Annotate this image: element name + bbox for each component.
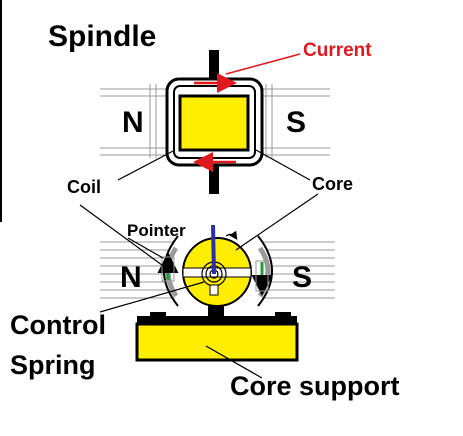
current-leader — [225, 53, 301, 75]
pointer-motion-arrow — [225, 230, 238, 240]
right-pole-arc — [257, 235, 273, 307]
pointer-leader — [127, 237, 164, 259]
spring-leader — [99, 281, 205, 313]
spring-anchor — [209, 284, 219, 296]
control-spring-label-line2: Spring — [10, 350, 96, 380]
coil-leader-top — [117, 149, 176, 181]
core-support-block — [135, 322, 299, 362]
top-field-lines-left — [100, 84, 168, 158]
control-spring-label-line1: Control — [10, 310, 106, 340]
spindle-bottom — [209, 166, 219, 194]
coil-leader-front — [79, 204, 167, 269]
current-label: Current — [303, 40, 372, 61]
support-leader — [205, 345, 263, 379]
coil-label: Coil — [67, 177, 101, 197]
front-view: Pointer N S Control Spring Core support — [10, 193, 400, 401]
top-field-lines-right — [262, 84, 330, 158]
pointer-needle — [211, 224, 216, 275]
support-pad-left — [150, 312, 166, 322]
spindle-top — [209, 50, 219, 80]
south-pole-top-label: S — [286, 106, 306, 139]
conductor-right — [255, 260, 269, 292]
north-pole-top-label: N — [122, 106, 144, 139]
core-label: Core — [312, 174, 353, 194]
pointer-label: Pointer — [127, 221, 186, 240]
top-view: Spindle Current N S Coil Core — [48, 20, 372, 197]
front-field-lines-left — [100, 241, 175, 299]
spindle-label: Spindle — [48, 20, 156, 53]
support-bar — [137, 316, 297, 326]
core-top — [178, 94, 250, 152]
conductor-left — [161, 256, 175, 282]
core-leader-front — [235, 193, 319, 251]
core-support-label: Core support — [230, 371, 400, 401]
support-pad-right — [275, 312, 291, 322]
south-pole-bottom-label: S — [292, 261, 312, 294]
core-leader-top — [255, 149, 311, 181]
front-field-lines-right — [262, 241, 335, 299]
north-pole-bottom-label: N — [120, 261, 142, 294]
